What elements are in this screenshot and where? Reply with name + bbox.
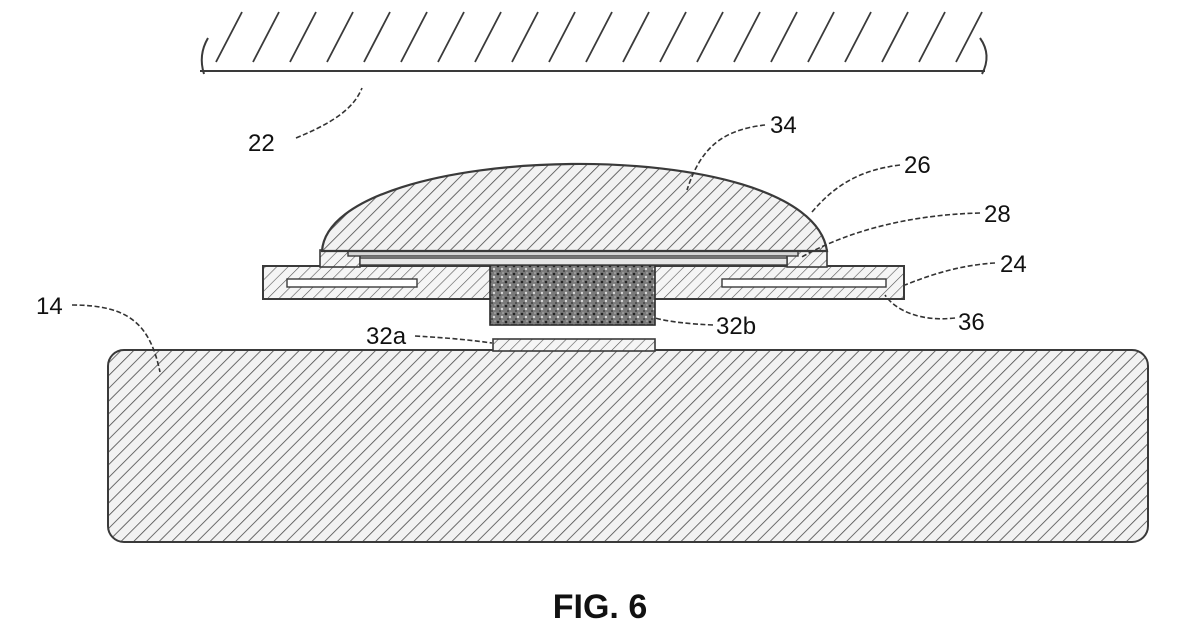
leader-32a: [414, 335, 493, 344]
surface-22: [200, 11, 988, 75]
leader-26: [811, 164, 901, 213]
ref-22: 22: [248, 130, 275, 157]
ceiling-hatch-tick: [474, 11, 502, 63]
ceiling-hatch-tick: [326, 11, 354, 63]
pad-32a: [492, 338, 656, 352]
ceiling-hatch-tick: [548, 11, 576, 63]
ceiling-hatch-tick: [400, 11, 428, 63]
ref-28: 28: [984, 201, 1011, 228]
inner-trace-left: [286, 278, 418, 288]
layer-28: [359, 257, 788, 266]
ceiling-hatch-tick: [252, 11, 280, 63]
leader-28: [799, 212, 981, 259]
dome-34: [320, 162, 829, 253]
ref-32a: 32a: [366, 323, 407, 350]
ceiling-hatch-tick: [918, 11, 946, 63]
ceiling-hatch-tick: [437, 11, 465, 63]
ceiling-hatch-tick: [955, 11, 983, 63]
ref-26: 26: [904, 152, 931, 179]
leader-22: [295, 87, 363, 139]
figure-caption: FIG. 6: [553, 588, 647, 626]
ceiling-hatch-tick: [770, 11, 798, 63]
inner-trace-right: [721, 278, 887, 288]
ref-36: 36: [958, 309, 985, 336]
ceiling-hatch-tick: [622, 11, 650, 63]
conductive-block-32b: [489, 264, 656, 326]
ceiling-hatch-tick: [511, 11, 539, 63]
ref-34: 34: [770, 112, 797, 139]
ref-14: 14: [36, 293, 63, 320]
ceiling-hatch-tick: [696, 11, 724, 63]
ceiling-hatch-tick: [585, 11, 613, 63]
leader-24: [904, 262, 996, 286]
ceiling-hatch-tick: [363, 11, 391, 63]
ceiling-hatch-tick: [844, 11, 872, 63]
leader-34: [686, 124, 766, 191]
ceiling-hatch-tick: [881, 11, 909, 63]
ref-24: 24: [1000, 251, 1027, 278]
leader-32b: [654, 317, 714, 326]
ref-32b: 32b: [716, 313, 756, 340]
ceiling-hatch-tick: [733, 11, 761, 63]
ceiling-hatch-tick: [289, 11, 317, 63]
leader-14: [71, 304, 161, 373]
substrate-14: [107, 349, 1149, 543]
leader-36: [884, 294, 956, 320]
ceiling-hatch-tick: [659, 11, 687, 63]
ceiling-hatch-tick: [807, 11, 835, 63]
ceiling-hatch-tick: [215, 11, 243, 63]
